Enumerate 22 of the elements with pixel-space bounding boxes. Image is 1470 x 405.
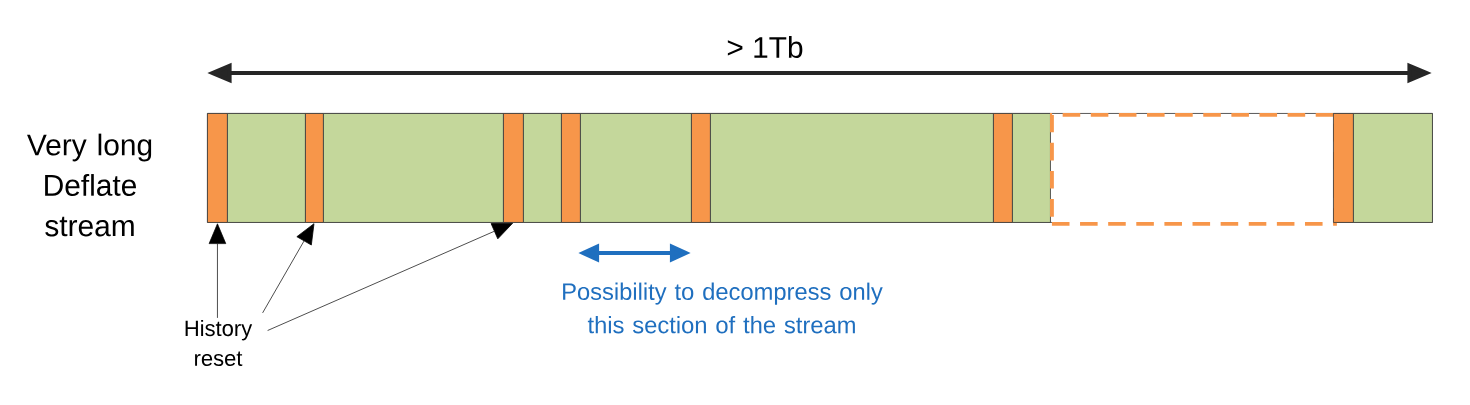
- stream-segment: [503, 113, 524, 223]
- stream-segment: [207, 113, 228, 223]
- stream-segment: [323, 113, 504, 223]
- stream-segment: [227, 113, 306, 223]
- stream-segment: [710, 113, 994, 223]
- stream-segment: [305, 113, 324, 223]
- arrow: [208, 223, 227, 319]
- stream-segment: [993, 113, 1013, 223]
- stream-segment: [691, 113, 711, 223]
- dimension-label: > 1Tb: [727, 36, 803, 58]
- arrow: [262, 223, 315, 314]
- stream-segment: [1333, 113, 1354, 223]
- dashed-section-box: [1050, 113, 1337, 226]
- stream-segment: [580, 113, 692, 223]
- stream-segment: [1353, 113, 1433, 223]
- callout-text: History reset: [185, 320, 253, 366]
- arrow: [267, 222, 513, 331]
- stream-segment: [1012, 113, 1051, 223]
- stream-label: Very long Deflate stream: [27, 133, 152, 237]
- note-text: Possibility to decompress only this section of the stream: [563, 282, 883, 334]
- stream-segment: [523, 113, 562, 223]
- stream-segment: [561, 113, 581, 223]
